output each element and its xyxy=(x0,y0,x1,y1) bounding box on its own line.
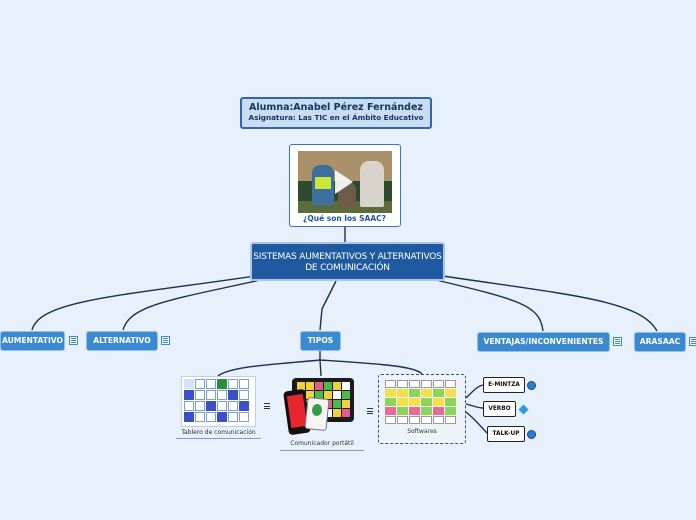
leaf-e-mintza[interactable]: E-MINTZA xyxy=(483,377,525,393)
globe-icon[interactable] xyxy=(527,381,536,390)
note-icon[interactable] xyxy=(69,336,78,345)
central-topic[interactable]: SISTEMAS AUMENTATIVOS Y ALTERNATIVOS DE … xyxy=(250,242,445,281)
menu-icon[interactable] xyxy=(367,408,373,414)
subject-name: Asignatura: Las TIC en el Ámbito Educati… xyxy=(248,113,424,122)
leaf-talk-up[interactable]: TALK-UP xyxy=(487,426,525,442)
note-icon[interactable] xyxy=(613,337,622,346)
topic-tipos[interactable]: TIPOS xyxy=(300,331,341,351)
play-icon[interactable] xyxy=(335,170,353,194)
topic-ventajas-inconvenientes[interactable]: VENTAJAS/INCONVENIENTES xyxy=(477,332,610,352)
note-icon[interactable] xyxy=(689,337,696,346)
video-thumbnail[interactable] xyxy=(298,151,392,213)
topic-alternativo[interactable]: ALTERNATIVO xyxy=(86,331,158,351)
note-icon[interactable] xyxy=(161,336,170,345)
topic-arasaac[interactable]: ARASAAC xyxy=(634,332,686,352)
tablero-caption: Tablero de comunicación xyxy=(181,429,256,436)
video-node[interactable]: ¿Qué son los SAAC? xyxy=(289,144,401,227)
menu-icon[interactable] xyxy=(264,403,270,409)
comunicador-image[interactable] xyxy=(283,376,356,436)
title-box: Alumna:Anabel Pérez Fernández Asignatura… xyxy=(240,97,432,129)
softwares-caption: Softwares xyxy=(407,428,437,435)
topic-aumentativo[interactable]: AUMENTATIVO xyxy=(0,331,65,351)
comunicador-caption: Comunicador portátil xyxy=(290,440,354,447)
softwares-node[interactable]: Softwares xyxy=(378,374,466,444)
leaf-verbo[interactable]: VERBO xyxy=(483,401,516,417)
tablero-image[interactable] xyxy=(181,376,256,427)
student-name: Alumna:Anabel Pérez Fernández xyxy=(249,102,423,113)
globe-icon[interactable] xyxy=(527,430,536,439)
video-caption[interactable]: ¿Qué son los SAAC? xyxy=(303,214,386,223)
